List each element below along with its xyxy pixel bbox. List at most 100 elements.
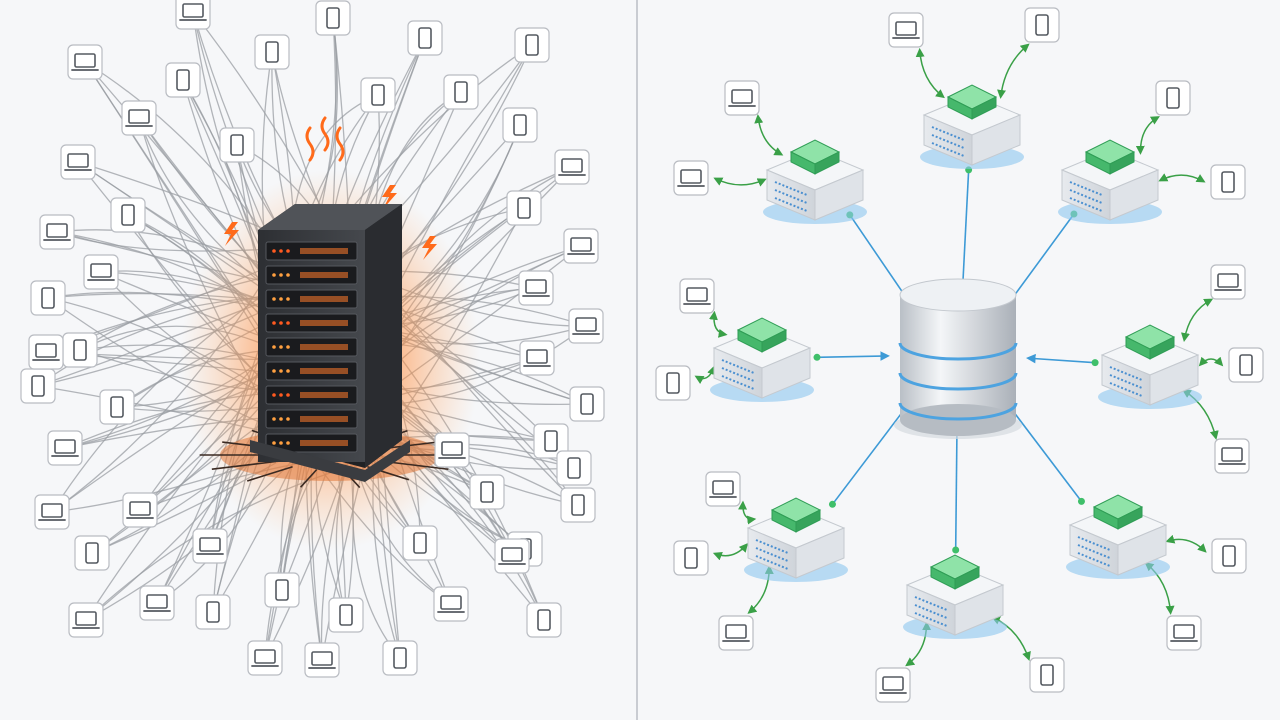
laptop-icon — [525, 279, 547, 294]
client-arrow — [1198, 356, 1224, 367]
client-card — [724, 80, 760, 116]
client-card — [1210, 164, 1246, 200]
client-card — [514, 27, 550, 63]
phone-icon — [1035, 14, 1049, 36]
phone-icon — [525, 34, 539, 56]
client-laptop — [888, 12, 924, 48]
status-led — [272, 345, 276, 349]
client-card — [382, 640, 418, 676]
phone-icon — [454, 81, 468, 103]
client-laptop — [563, 228, 599, 264]
client-phone — [74, 535, 110, 571]
db-link-arrow — [816, 351, 890, 361]
client-laptop — [1214, 438, 1250, 474]
client-laptop — [554, 149, 590, 185]
status-led — [286, 417, 290, 421]
status-led — [279, 273, 283, 277]
laptop-icon — [570, 237, 592, 252]
client-laptop — [122, 492, 158, 528]
client-laptop — [1210, 264, 1246, 300]
laptop-icon — [895, 21, 917, 36]
client-card — [402, 525, 438, 561]
phone-icon — [326, 7, 340, 29]
client-card — [67, 44, 103, 80]
phone-icon — [275, 579, 289, 601]
laptop-icon — [254, 649, 276, 664]
status-led — [279, 417, 283, 421]
phone-icon — [537, 609, 551, 631]
client-card — [247, 640, 283, 676]
client-laptop — [724, 80, 760, 116]
edge-node-layer — [710, 84, 1202, 639]
client-card — [407, 20, 443, 56]
database-ring — [898, 372, 1018, 391]
phone-icon — [580, 393, 594, 415]
phone-icon — [480, 481, 494, 503]
status-led — [286, 321, 290, 325]
client-phone — [526, 602, 562, 638]
phone-icon — [371, 84, 385, 106]
client-phone — [1029, 657, 1065, 693]
client-card — [506, 190, 542, 226]
edge-server-node — [1066, 494, 1170, 579]
client-phone — [502, 107, 538, 143]
client-card — [1166, 615, 1202, 651]
database-ring — [898, 402, 1018, 421]
client-phone — [556, 450, 592, 486]
overloaded-server-tower — [250, 204, 410, 482]
client-card — [47, 430, 83, 466]
client-card — [533, 423, 569, 459]
client-card — [443, 74, 479, 110]
client-card — [518, 270, 554, 306]
laptop-icon — [90, 263, 112, 278]
client-arrow — [1181, 298, 1214, 342]
client-card — [110, 197, 146, 233]
client-card — [655, 365, 691, 401]
client-card — [502, 107, 538, 143]
phone-icon — [418, 27, 432, 49]
ground-crack — [383, 460, 449, 471]
phone-icon — [666, 372, 680, 394]
client-card — [1029, 657, 1065, 693]
laptop-icon — [199, 537, 221, 552]
client-card — [68, 602, 104, 638]
client-laptop — [247, 640, 283, 676]
central-database — [894, 278, 1022, 439]
client-phone — [1210, 164, 1246, 200]
client-card — [875, 667, 911, 703]
laptop-icon — [35, 343, 57, 358]
edge-server-node — [763, 139, 867, 224]
ground-crack — [246, 465, 293, 482]
laptop-icon — [41, 503, 63, 518]
client-card — [195, 594, 231, 630]
client-card — [469, 474, 505, 510]
phone-icon — [544, 430, 558, 452]
client-card — [165, 62, 201, 98]
client-card — [568, 308, 604, 344]
status-led — [272, 441, 276, 445]
phone-icon — [684, 547, 698, 569]
client-laptop — [34, 494, 70, 530]
edge-server-node — [1058, 139, 1162, 224]
phone-icon — [1040, 664, 1054, 686]
phone-icon — [1166, 87, 1180, 109]
client-laptop — [139, 585, 175, 621]
status-led — [286, 393, 290, 397]
client-arrow — [1158, 173, 1206, 183]
database-ring — [898, 342, 1018, 361]
client-card — [569, 386, 605, 422]
link-endpoint-dot — [828, 500, 836, 508]
edge-server-node — [903, 554, 1007, 639]
status-led — [272, 297, 276, 301]
phone-icon — [413, 532, 427, 554]
status-led — [279, 441, 283, 445]
database-top — [899, 278, 1017, 312]
laptop-icon — [575, 317, 597, 332]
status-led — [272, 369, 276, 373]
client-arrow — [997, 43, 1030, 99]
phone-icon — [517, 197, 531, 219]
client-phone — [673, 540, 709, 576]
phone-icon — [230, 134, 244, 156]
client-phone — [407, 20, 443, 56]
